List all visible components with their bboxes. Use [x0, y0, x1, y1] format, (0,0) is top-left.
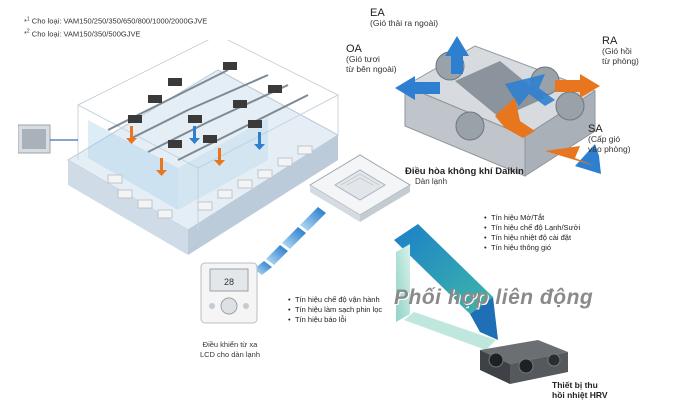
signal-list-bottom: Tín hiệu chế độ vận hành Tín hiệu làm sạ…: [288, 295, 382, 325]
signal-item: Tín hiệu chế độ vận hành: [288, 295, 382, 305]
indoor-unit-title: Điều hòa không khí Daikin: [405, 166, 524, 177]
remote-caption-line-1: Điều khiển từ xa: [202, 340, 258, 349]
hrv-unit-caption-line-1: Thiết bị thu: [552, 380, 598, 390]
indoor-unit-subtitle: Dàn lạnh: [415, 177, 448, 186]
sa-label: SA (Cấp gió vào phòng): [588, 123, 631, 155]
wireless-signal-beam: [254, 207, 326, 275]
hrv-unit-illustration: [480, 340, 568, 384]
note-1: *1 Cho loại: VAM150/250/350/650/800/1000…: [24, 14, 207, 27]
note-mark: *1: [24, 16, 30, 26]
hrv-cutaway-illustration: [395, 36, 601, 177]
building-illustration: [18, 40, 340, 255]
hrv-unit-caption: Thiết bị thu hồi nhiệt HRV: [552, 380, 608, 400]
ea-label: EA (Gió thải ra ngoài): [370, 7, 439, 29]
sa-code: SA: [588, 123, 603, 135]
note-text: Cho loại: VAM150/250/350/650/800/1000/20…: [31, 16, 208, 26]
note-2: *2 Cho loại: VAM150/350/500GJVE: [24, 27, 207, 40]
model-notes: *1 Cho loại: VAM150/250/350/650/800/1000…: [24, 14, 207, 39]
cassette-indoor-unit: [309, 154, 411, 222]
ea-desc: (Gió thải ra ngoài): [370, 18, 439, 28]
signal-item: Tín hiệu thông gió: [484, 243, 580, 253]
hrv-unit-caption-line-2: hồi nhiệt HRV: [552, 390, 608, 400]
oa-code: OA: [346, 43, 362, 55]
svg-text:28: 28: [224, 277, 234, 287]
lcd-remote-controller: 28: [200, 262, 258, 324]
ra-label: RA (Gió hồi từ phòng): [602, 35, 639, 67]
signal-list-top: Tín hiệu Mở/Tắt Tín hiệu chế độ Lạnh/Sưở…: [484, 213, 580, 253]
sa-desc-1: (Cấp gió: [588, 134, 621, 144]
remote-caption: Điều khiển từ xa LCD cho dàn lạnh: [190, 340, 270, 360]
signal-item: Tín hiệu báo lỗi: [288, 315, 382, 325]
linkage-slogan: Phối hợp liên động: [394, 286, 594, 309]
oa-desc-2: từ bên ngoài): [346, 64, 397, 74]
signal-item: Tín hiệu làm sạch phin lọc: [288, 305, 382, 315]
linkage-ribbon: [394, 224, 498, 350]
oa-desc-1: (Gió tươi: [346, 54, 380, 64]
note-text: Cho loại: VAM150/350/500GJVE: [31, 29, 141, 38]
oa-label: OA (Gió tươi từ bên ngoài): [346, 43, 397, 75]
signal-item: Tín hiệu Mở/Tắt: [484, 213, 580, 223]
ra-desc-2: từ phòng): [602, 56, 639, 66]
sa-desc-2: vào phòng): [588, 144, 631, 154]
note-mark: *2: [24, 28, 30, 39]
signal-item: Tín hiệu chế độ Lạnh/Sưởi: [484, 223, 580, 233]
signal-item: Tín hiệu nhiệt độ cài đặt: [484, 233, 580, 243]
ra-code: RA: [602, 35, 618, 47]
remote-caption-line-2: LCD cho dàn lạnh: [199, 350, 261, 359]
ea-code: EA: [370, 7, 385, 19]
ra-desc-1: (Gió hồi: [602, 46, 632, 56]
indoor-unit-caption: Điều hòa không khí Daikin Dàn lạnh: [405, 166, 524, 186]
